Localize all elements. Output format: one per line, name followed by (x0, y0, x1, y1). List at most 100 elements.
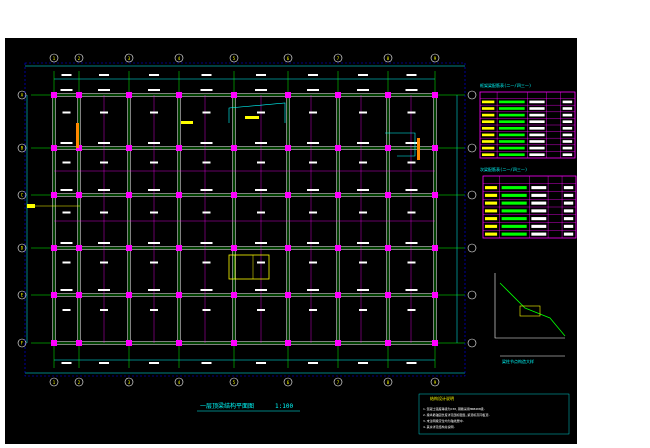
table1-title: 框架梁配筋表(二一/四三一) (480, 82, 531, 88)
drawing-title: 一层顶梁结构平面图 (200, 402, 254, 410)
axis-bubble-bottom-1 (49, 377, 59, 387)
section-rebar (499, 282, 566, 337)
table-frame-secondary-cell-c-2 (531, 193, 547, 197)
section-outline (494, 273, 565, 339)
table-frame-beams-cell-b-5 (499, 126, 525, 130)
note-4: 4.其余详见结构总说明. (423, 424, 456, 429)
axis-label-top-5: 5 (233, 56, 236, 61)
axis-bubble-bottom-3 (124, 377, 134, 387)
table-frame-secondary-cell-c-5 (531, 217, 547, 221)
note-2: 2.梁纵筋锚固长度详见国标图集,梁顶标高同板顶. (423, 412, 490, 417)
axis-label-bottom-7: 7 (337, 380, 340, 385)
column-4-6 (176, 340, 182, 346)
table-frame-secondary-cell-a-4 (485, 209, 498, 213)
table-frame-beams-cell-b-8 (499, 146, 525, 150)
table-frame-beams-cell-d-6 (562, 133, 573, 137)
table-frame-beams-cell-a-9 (482, 153, 495, 157)
beam-tag-mid-3-5 (309, 261, 317, 264)
axis-label-bottom-4: 4 (178, 380, 181, 385)
beam-tag-mid-3-4 (257, 261, 265, 264)
table-frame-secondary-cell-d-7 (563, 232, 574, 236)
beam-tag-mid-1-6 (359, 161, 367, 164)
stair-accent-2 (417, 138, 420, 160)
beam-tag-2-3 (200, 189, 213, 191)
column-1-3 (51, 192, 57, 198)
beam-tag-mid-2-3 (202, 211, 211, 214)
column-6-6 (285, 340, 291, 346)
column-4-3 (176, 192, 182, 198)
table2-title: 次梁配筋表(二一/四三一) (480, 166, 527, 172)
table-frame-secondary-cell-a-1 (485, 186, 498, 190)
beam-tag-0-4 (255, 89, 267, 91)
beam-tag-mid-4-5 (309, 309, 317, 311)
table-frame-beams-cell-c-8 (529, 146, 545, 150)
beam-tag-mid-0-1 (100, 111, 108, 114)
drawing-labels: 一层顶梁结构平面图 1:100 框架梁配筋表(二一/四三一) 次梁配筋表(二一/… (200, 82, 534, 429)
column-5-3 (231, 192, 237, 198)
table-frame-secondary-cell-b-5 (501, 217, 527, 221)
axis-bubble-bottom-7 (333, 377, 343, 387)
column-5-6 (231, 340, 237, 346)
axis-label-bottom-1: 1 (53, 380, 56, 385)
cut-line (385, 132, 416, 157)
axis-label-top-4: 4 (178, 56, 181, 61)
column-4-4 (176, 245, 182, 251)
beam-tag-mid-0-0 (62, 111, 71, 114)
beam-tag-mid-1-3 (202, 161, 211, 164)
axis-label-left-6: F (21, 341, 24, 346)
column-3-3 (126, 192, 132, 198)
beam-tag-3-4 (255, 242, 267, 244)
column-1-4 (51, 245, 57, 251)
column-2-4 (76, 245, 82, 251)
axis-bubble-top-9 (430, 53, 440, 63)
beam-tag-mid-2-1 (100, 211, 108, 214)
table-frame-beams-cell-a-6 (482, 133, 495, 137)
section-label: 梁柱节点构造大样 (502, 358, 534, 364)
table-frame-beams-cell-c-2 (529, 107, 545, 110)
column-2-5 (76, 292, 82, 298)
table-frame-beams-cell-d-1 (562, 100, 573, 104)
axis-bubble-bottom-9 (430, 377, 440, 387)
drawing-scale: 1:100 (275, 403, 293, 410)
axis-label-top-8: 8 (387, 56, 390, 61)
table-frame-secondary-cell-a-6 (485, 224, 498, 228)
notes-title: 结构设计说明 (430, 395, 454, 401)
beam-tag-1-1 (98, 142, 110, 144)
axis-bubble-right-1 (467, 90, 477, 100)
beam-tag-2-6 (357, 189, 369, 191)
core-opening (228, 254, 270, 280)
column-8-6 (385, 340, 391, 346)
beam-tag-4-3 (200, 289, 213, 291)
column-8-5 (385, 292, 391, 298)
beam-tag-mid-0-3 (202, 111, 211, 114)
axis-label-top-1: 1 (53, 56, 56, 61)
axis-bubble-top-3 (124, 53, 134, 63)
beam-tag-mid-2-0 (62, 211, 71, 214)
beam-tag-3-1 (98, 242, 110, 244)
table-frame-beams-cell-c-1 (529, 100, 545, 104)
beam-tag-mid-4-7 (407, 309, 416, 311)
column-6-4 (285, 245, 291, 251)
dim-text-bottom-6 (358, 362, 368, 364)
column-3-5 (126, 292, 132, 298)
dim-text-bottom-4 (256, 362, 266, 364)
axis-label-bottom-9: 9 (434, 380, 437, 385)
axis-bubble-left-2 (17, 143, 27, 153)
column-9-3 (432, 192, 438, 198)
column-6-2 (285, 145, 291, 151)
beam-tag-mid-2-4 (257, 211, 265, 214)
table-frame-secondary-cell-b-7 (501, 232, 527, 236)
axis-bubble-top-2 (74, 53, 84, 63)
callout-marker (27, 204, 35, 208)
column-9-6 (432, 340, 438, 346)
beam-tag-mid-2-2 (150, 211, 158, 214)
beam-tag-mid-0-4 (257, 111, 265, 114)
axis-bubble-right-6 (467, 338, 477, 348)
column-2-6 (76, 340, 82, 346)
beam-tag-1-7 (405, 142, 418, 144)
column-4-2 (176, 145, 182, 151)
table-frame-beams-cell-c-3 (529, 113, 545, 117)
column-7-5 (335, 292, 341, 298)
dim-text-bottom-1 (99, 362, 109, 364)
